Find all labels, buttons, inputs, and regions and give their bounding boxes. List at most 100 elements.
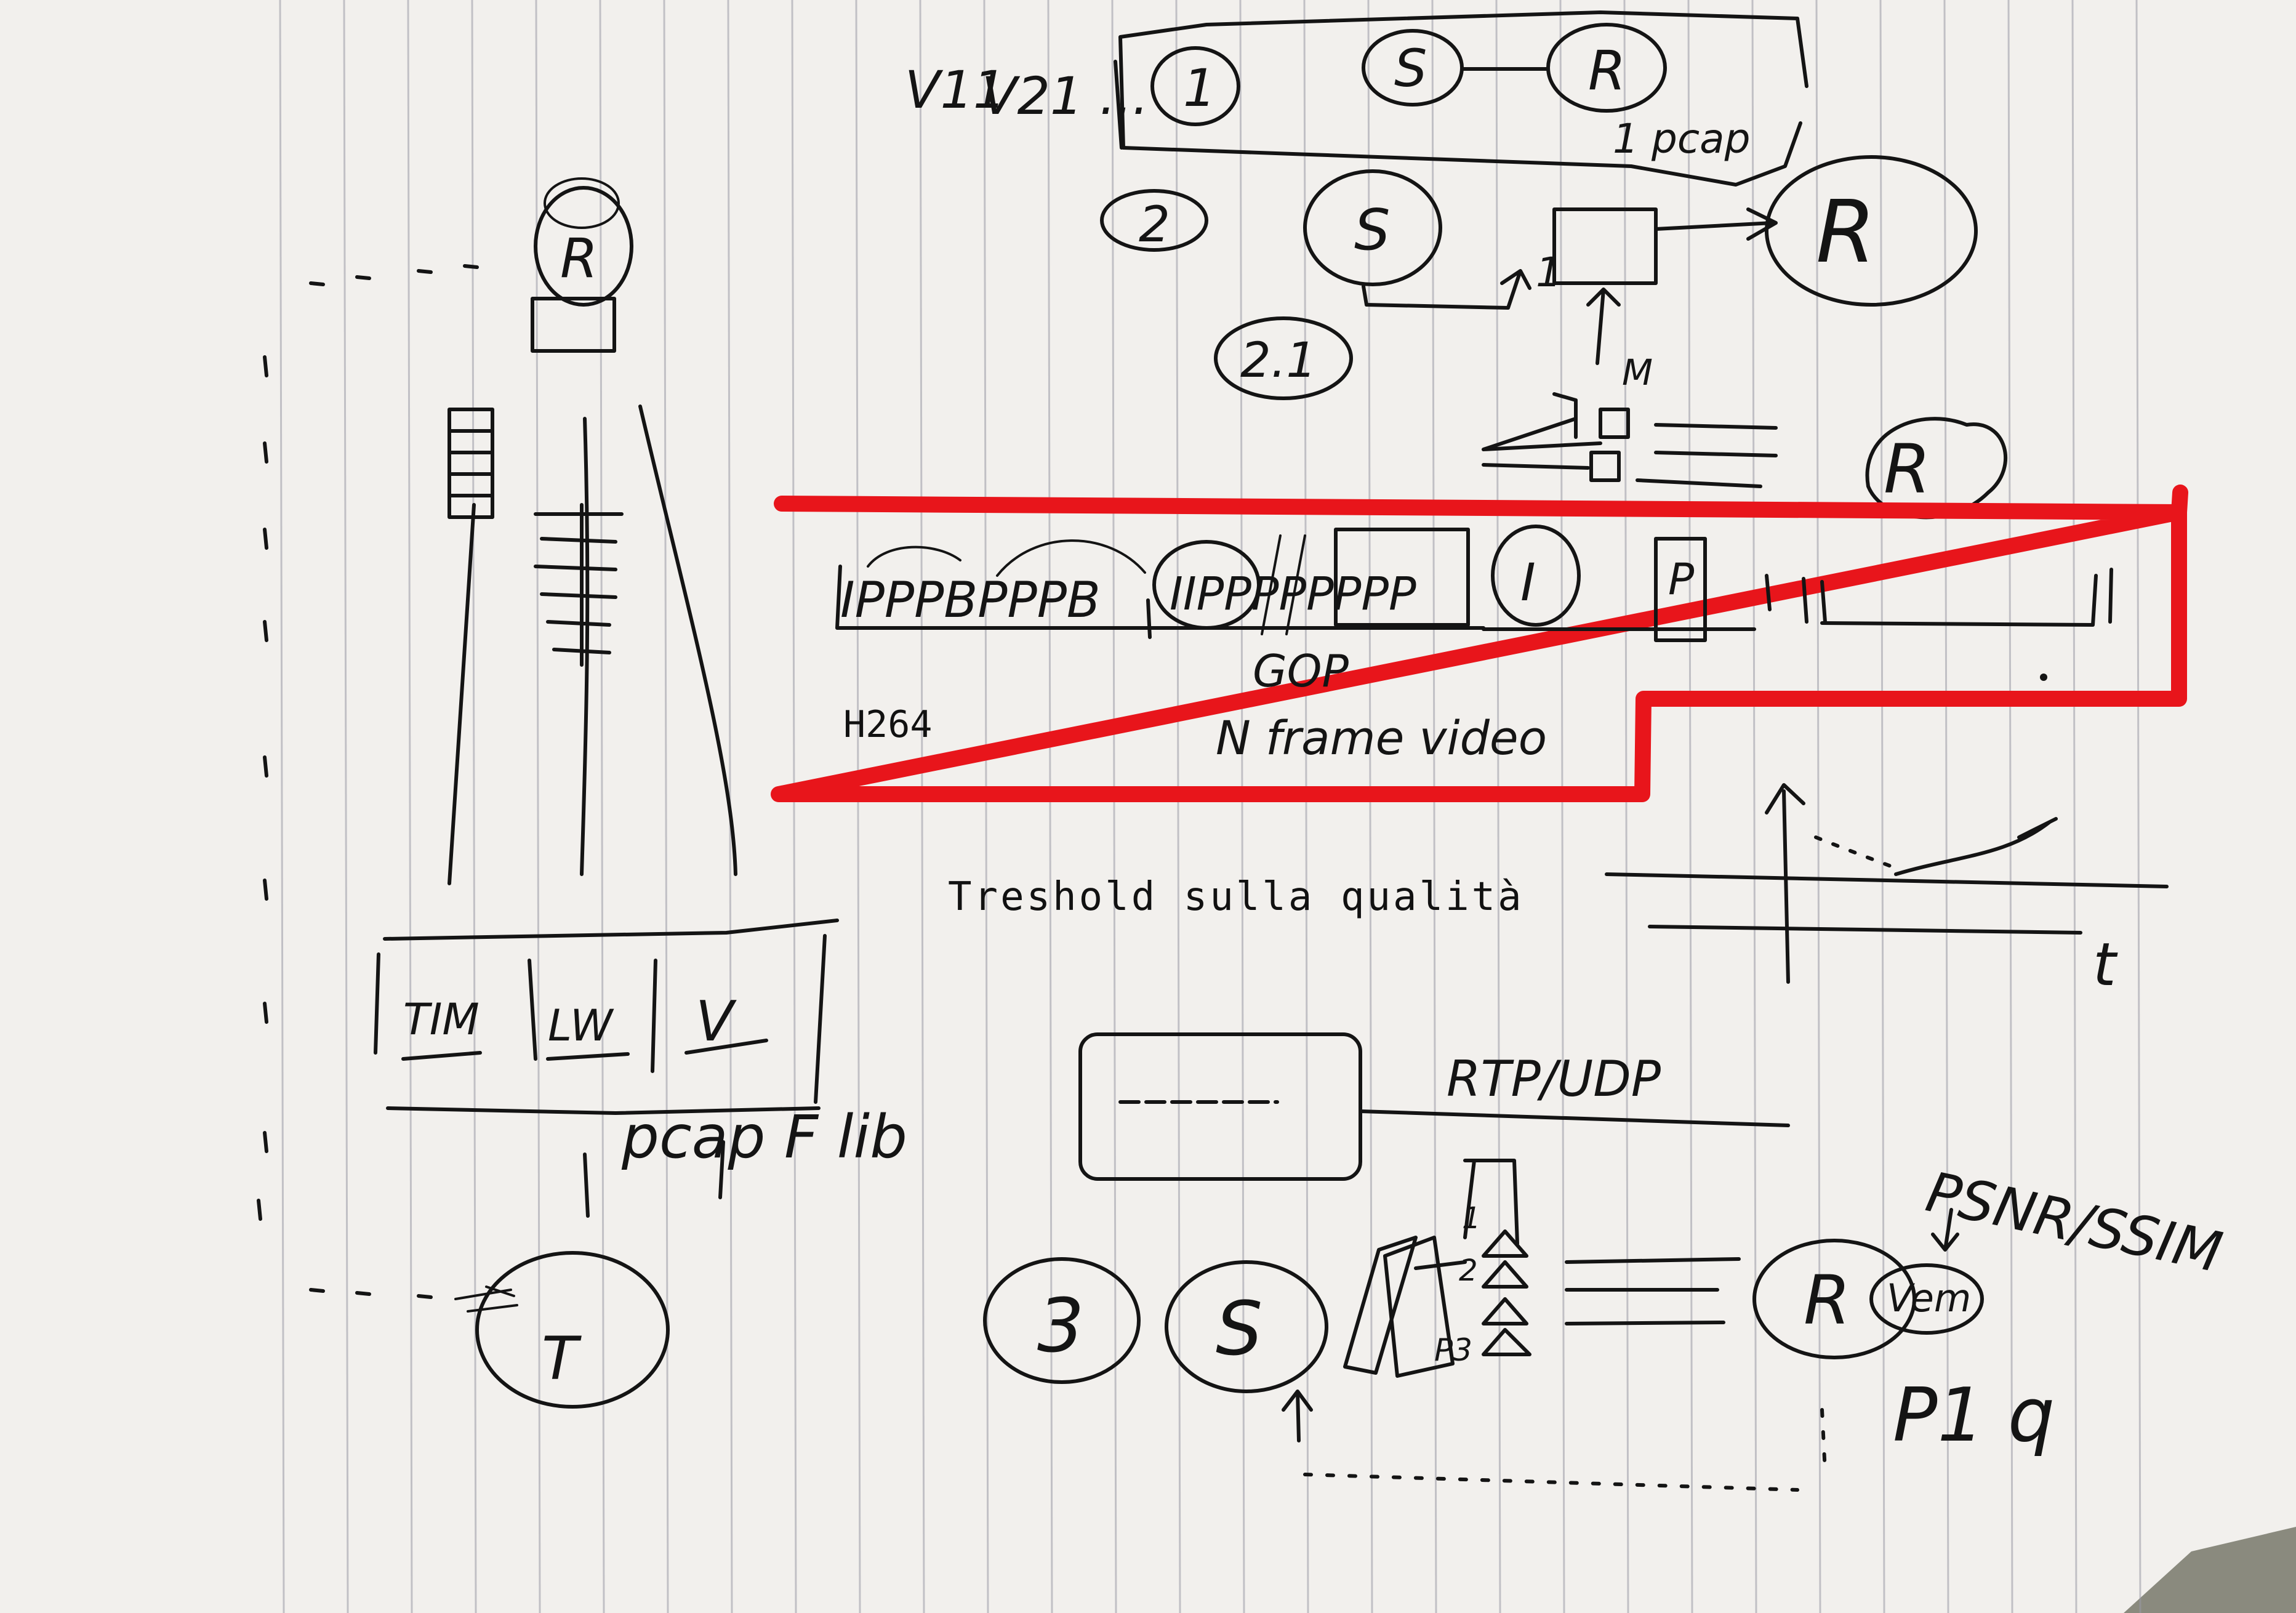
ruled-line — [1751, 0, 1757, 1613]
ruled-lines — [279, 0, 2141, 1613]
p-label: P1 q — [1893, 1373, 2055, 1458]
box-3-label: V — [696, 989, 737, 1054]
curve-3 — [638, 404, 737, 876]
box-1-underline — [401, 1051, 482, 1061]
scenario-2-circle — [1100, 189, 1208, 252]
sender-2-circle — [1303, 169, 1442, 286]
packet-lines — [1482, 392, 1778, 488]
codec-label: H264 — [843, 703, 933, 746]
receiver-2-label: R — [1816, 182, 1876, 283]
box-row-top — [383, 919, 839, 941]
curve-2 — [580, 417, 590, 876]
quality-graph: t — [1605, 783, 2169, 999]
graph-curve-dots — [1814, 835, 1898, 870]
packet-body — [1383, 1236, 1467, 1378]
scenario-3-circle — [983, 1257, 1141, 1384]
packet-label-1: 1 — [1462, 1201, 1481, 1236]
ruled-line — [599, 0, 605, 1613]
box-row-bottom — [386, 1106, 821, 1115]
graph-axis-t: t — [2093, 930, 2118, 999]
ruled-line — [791, 0, 797, 1613]
arrow-up-box — [1586, 288, 1621, 365]
receiver-1-circle — [1546, 23, 1667, 113]
gop-box — [1334, 528, 1470, 627]
frame-seq-bracket — [835, 565, 1485, 639]
scenario-1-circle — [1150, 46, 1240, 126]
v-labels: V11 — [905, 60, 1006, 120]
ruled-line — [1175, 0, 1181, 1613]
sender-3-circle — [1165, 1260, 1328, 1393]
top-node-circle — [534, 186, 633, 307]
ruled-line — [279, 0, 285, 1613]
receiver-1-label: R — [1588, 39, 1626, 102]
recv-inner-label: Vem — [1887, 1276, 1971, 1321]
ruled-line — [407, 0, 413, 1613]
frame-p-box — [1654, 537, 1707, 642]
m-label: M — [1622, 352, 1653, 393]
top-node-scribble — [544, 177, 620, 229]
ruled-line — [1367, 0, 1373, 1613]
ruled-line — [2071, 0, 2077, 1613]
graph-x-axis-2 — [1648, 925, 2082, 935]
middle-box — [1552, 207, 1658, 285]
ruled-line — [1623, 0, 1629, 1613]
box-2-label: LW — [548, 1000, 614, 1051]
packet-triangles — [1482, 1229, 1531, 1356]
link-to-receiver-2 — [1654, 207, 1778, 241]
sender-to-box — [1362, 269, 1531, 310]
graph-y-axis — [1765, 783, 1805, 984]
ruled-line — [1943, 0, 1949, 1613]
parallel-lines — [1565, 1257, 1741, 1325]
box-1-label: TIM — [403, 994, 480, 1045]
packet-label-2: 2 — [1459, 1253, 1478, 1288]
threshold-text: Treshold sulla qualità — [948, 874, 1524, 920]
receiver-2-circle — [1765, 155, 1978, 307]
ruled-line — [535, 0, 541, 1613]
ruled-line — [1495, 0, 1501, 1613]
rtp-link — [1359, 1109, 1790, 1127]
packet-a — [1599, 408, 1630, 439]
ruled-line — [1559, 0, 1565, 1613]
scenario-2-1-label: 2.1 — [1240, 333, 1317, 388]
ruled-line — [1047, 0, 1053, 1613]
pcap-bracket — [1122, 121, 1802, 187]
ruled-line — [1687, 0, 1693, 1613]
frame-seq-1: IPPPBPPPB — [840, 571, 1101, 629]
highlight-outline — [771, 485, 2188, 802]
graph-x-axis-1 — [1605, 872, 2169, 888]
receiver-3-label: R — [1884, 430, 1930, 509]
pcap-label: 1 pcap — [1613, 115, 1751, 163]
bottom-node-label: T — [542, 1324, 582, 1393]
frame-i-label: I — [1520, 552, 1536, 613]
sender-1-label: S — [1394, 38, 1427, 99]
ruled-line — [471, 0, 477, 1613]
ruled-line — [1111, 0, 1117, 1613]
gop-label: GOP — [1253, 645, 1349, 697]
ruled-line — [919, 0, 925, 1613]
receiver-4-label: R — [1804, 1261, 1850, 1340]
ruled-line — [2007, 0, 2013, 1613]
ruled-line — [1303, 0, 1309, 1613]
gop-slash — [1261, 534, 1306, 635]
ruled-line — [1239, 0, 1245, 1613]
bottom-node-arrows — [454, 1285, 518, 1313]
curve-1 — [448, 503, 476, 885]
sender-2-label: S — [1354, 197, 1390, 263]
ruled-line — [855, 0, 861, 1613]
box-3-underline — [684, 1039, 768, 1055]
bottom-node-circle — [475, 1251, 670, 1409]
packet-label-3: P3 — [1434, 1332, 1472, 1368]
top-node-label: R — [560, 227, 598, 290]
stack-center — [534, 503, 624, 667]
frame-arcs — [867, 539, 1146, 577]
packet-stack-frame — [1343, 1159, 1519, 1375]
i-frame-circle — [1152, 540, 1261, 630]
box-2-underline — [546, 1052, 630, 1061]
separator-line — [1114, 60, 1123, 150]
sender-3-label: S — [1216, 1287, 1262, 1372]
ruled-line — [343, 0, 349, 1613]
lib-label: pcap F lib — [621, 1103, 907, 1172]
